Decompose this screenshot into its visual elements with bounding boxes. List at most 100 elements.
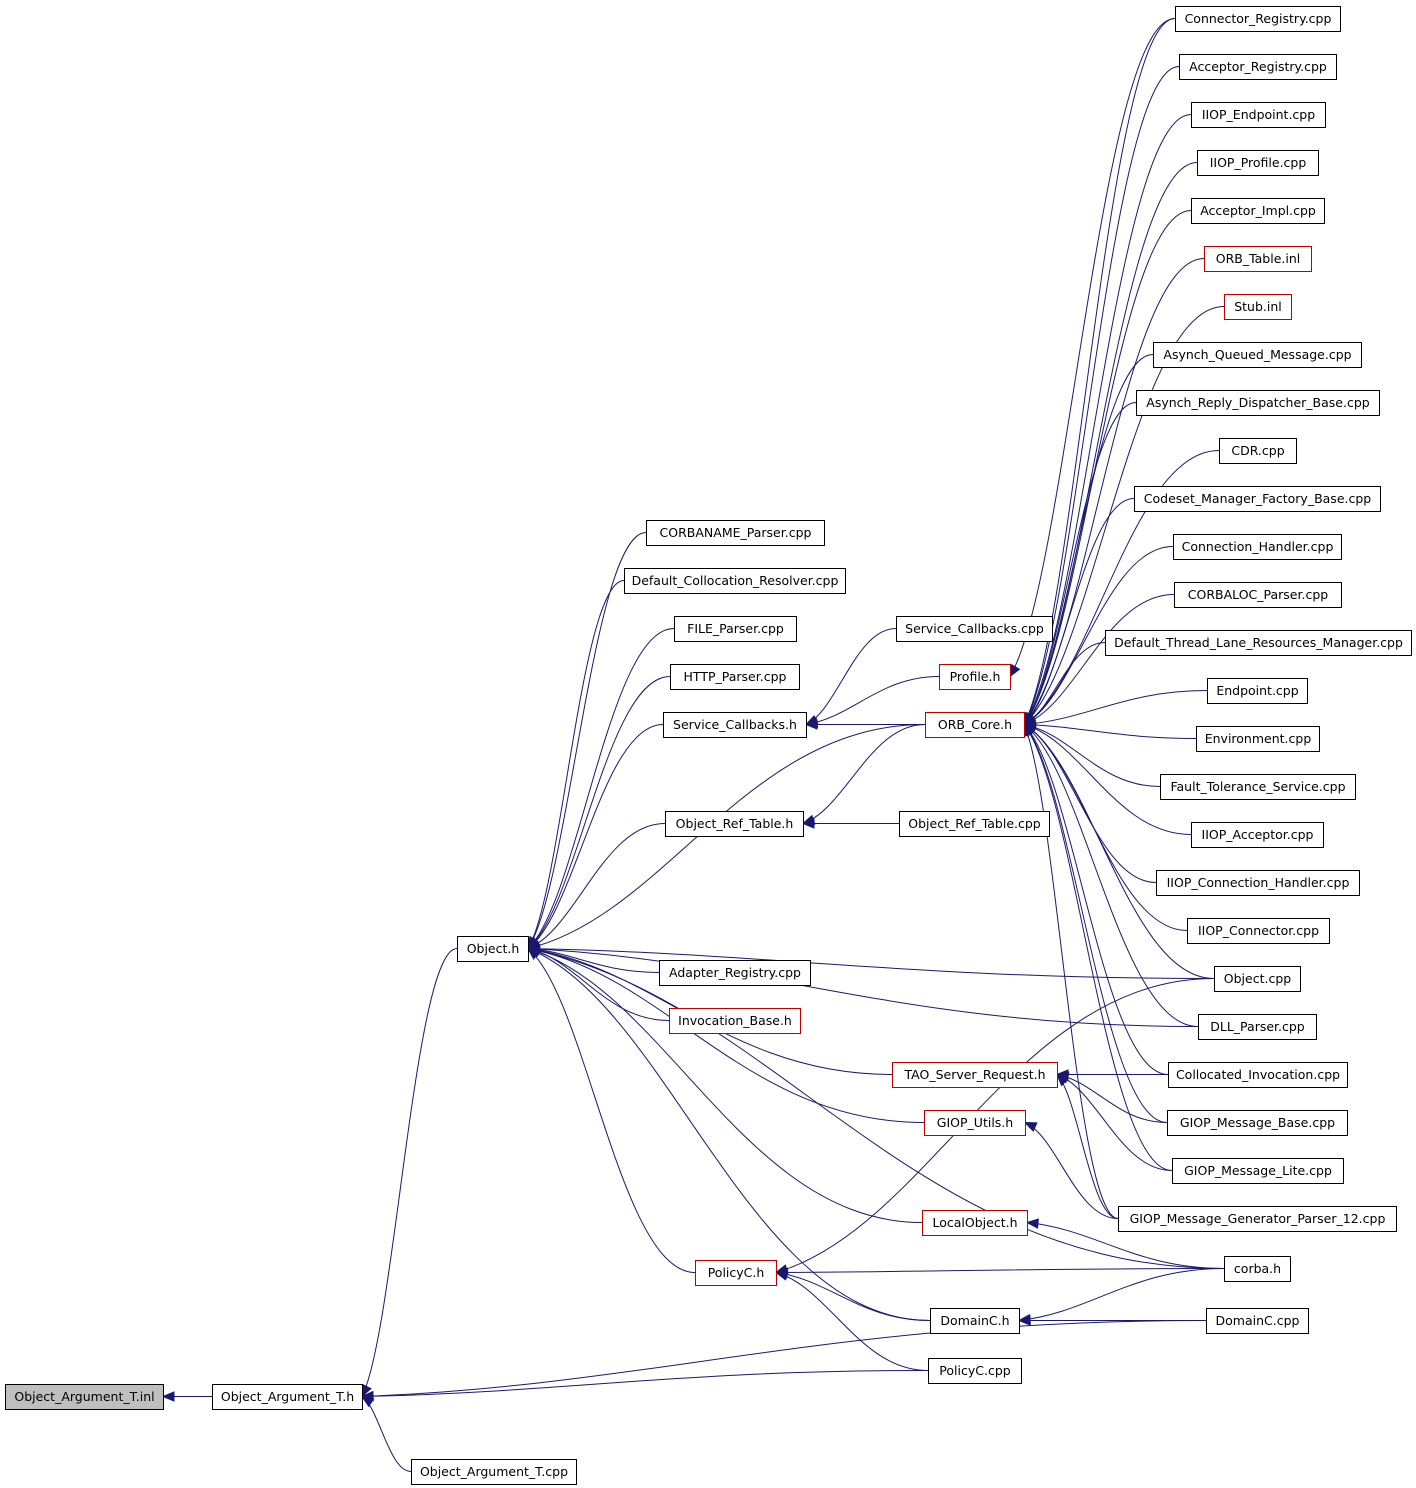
node-scbh[interactable]: Service_Callbacks.h — [663, 712, 807, 738]
dependency-edge-endp-to-orbcore — [1023, 690, 1208, 725]
dependency-edge-adreg-to-objh — [527, 948, 660, 973]
node-giopmg[interactable]: GIOP_Message_Generator_Parser_12.cpp — [1118, 1206, 1397, 1232]
node-iioppr[interactable]: IIOP_Profile.cpp — [1197, 150, 1319, 176]
dependency-edge-collinv-to-orbcore — [1023, 724, 1169, 1075]
node-collinv[interactable]: Collocated_Invocation.cpp — [1168, 1062, 1348, 1088]
node-box-tsr — [892, 1062, 1058, 1088]
node-box-httpp — [670, 664, 800, 690]
node-box-defcoll — [624, 568, 846, 594]
node-orbcore[interactable]: ORB_Core.h — [925, 712, 1025, 738]
node-dtlrm[interactable]: Default_Thread_Lane_Resources_Manager.cp… — [1105, 630, 1412, 656]
node-iiopacc[interactable]: IIOP_Acceptor.cpp — [1191, 822, 1324, 848]
node-cmfb[interactable]: Codeset_Manager_Factory_Base.cpp — [1134, 486, 1381, 512]
node-box-scbh — [663, 712, 807, 738]
node-corbah[interactable]: corba.h — [1224, 1256, 1291, 1282]
node-env[interactable]: Environment.cpp — [1196, 726, 1320, 752]
dependency-edge-aqm-to-orbcore — [1023, 354, 1154, 725]
node-label-ortacpp: Object_Ref_Table.cpp — [908, 816, 1041, 831]
node-box-iiopch — [1156, 870, 1360, 896]
dependency-edge-giopmb-to-orbcore — [1023, 724, 1168, 1123]
node-domcpp[interactable]: DomainC.cpp — [1206, 1308, 1309, 1334]
node-cdr[interactable]: CDR.cpp — [1219, 438, 1297, 464]
node-aqm[interactable]: Asynch_Queued_Message.cpp — [1153, 342, 1362, 368]
node-giopu[interactable]: GIOP_Utils.h — [924, 1110, 1026, 1136]
node-label-connreg: Connector_Registry.cpp — [1185, 11, 1332, 26]
node-box-accimpl — [1191, 198, 1325, 224]
node-corbaloc[interactable]: CORBALOC_Parser.cpp — [1174, 582, 1342, 608]
arrowhead-domcpp-to-oath — [360, 1390, 374, 1402]
node-endp[interactable]: Endpoint.cpp — [1207, 678, 1308, 704]
node-filep[interactable]: FILE_Parser.cpp — [674, 616, 797, 642]
node-box-dtlrm — [1105, 630, 1412, 656]
node-invb[interactable]: Invocation_Base.h — [669, 1008, 801, 1034]
node-accreg[interactable]: Acceptor_Registry.cpp — [1179, 54, 1337, 80]
node-box-corbaloc — [1174, 582, 1342, 608]
node-label-domcpp: DomainC.cpp — [1216, 1313, 1300, 1328]
dependency-edge-scbcpp-to-scbh — [805, 628, 897, 725]
node-domh[interactable]: DomainC.h — [930, 1308, 1020, 1334]
node-giopml[interactable]: GIOP_Message_Lite.cpp — [1172, 1158, 1344, 1184]
dependency-edge-ortah-to-objh — [527, 823, 666, 949]
dependency-edge-corbaname-to-objh — [527, 532, 647, 949]
node-polh[interactable]: PolicyC.h — [695, 1260, 777, 1286]
dependency-edge-connreg-to-profh — [1009, 18, 1176, 677]
node-iiopch[interactable]: IIOP_Connection_Handler.cpp — [1156, 870, 1360, 896]
node-ortacpp[interactable]: Object_Ref_Table.cpp — [899, 811, 1050, 837]
node-box-adreg — [659, 960, 811, 986]
node-accimpl[interactable]: Acceptor_Impl.cpp — [1191, 198, 1325, 224]
node-label-scbcpp: Service_Callbacks.cpp — [905, 621, 1044, 636]
node-fts[interactable]: Fault_Tolerance_Service.cpp — [1160, 774, 1356, 800]
node-corbaname[interactable]: CORBANAME_Parser.cpp — [646, 520, 825, 546]
dependency-edge-cmfb-to-orbcore — [1023, 498, 1135, 725]
node-connh[interactable]: Connection_Handler.cpp — [1173, 534, 1342, 560]
node-oatcpp[interactable]: Object_Argument_T.cpp — [411, 1459, 577, 1485]
node-stub[interactable]: Stub.inl — [1224, 294, 1292, 320]
node-box-accreg — [1179, 54, 1337, 80]
node-scbcpp[interactable]: Service_Callbacks.cpp — [896, 616, 1053, 642]
node-label-endp: Endpoint.cpp — [1216, 683, 1298, 698]
node-label-profh: Profile.h — [950, 669, 1001, 684]
node-label-objh: Object.h — [467, 941, 520, 956]
node-label-corbaname: CORBANAME_Parser.cpp — [660, 525, 812, 540]
dependency-edge-corbah-to-objh — [527, 948, 1225, 1269]
node-box-oatcpp — [411, 1459, 577, 1485]
dependency-edge-domh-to-polh — [775, 1272, 931, 1321]
node-box-iioppr — [1197, 150, 1319, 176]
node-giopmb[interactable]: GIOP_Message_Base.cpp — [1167, 1110, 1348, 1136]
node-ardb[interactable]: Asynch_Reply_Dispatcher_Base.cpp — [1136, 390, 1380, 416]
node-iiopep[interactable]: IIOP_Endpoint.cpp — [1191, 102, 1326, 128]
node-label-fts: Fault_Tolerance_Service.cpp — [1170, 779, 1345, 794]
node-label-ortah: Object_Ref_Table.h — [676, 816, 794, 831]
node-ortah[interactable]: Object_Ref_Table.h — [665, 811, 804, 837]
dependency-edge-httpp-to-objh — [527, 676, 671, 949]
node-tsr[interactable]: TAO_Server_Request.h — [892, 1062, 1058, 1088]
node-label-iiopacc: IIOP_Acceptor.cpp — [1202, 827, 1314, 842]
node-label-giopu: GIOP_Utils.h — [937, 1115, 1013, 1130]
node-box-ardb — [1136, 390, 1380, 416]
node-profh[interactable]: Profile.h — [939, 664, 1011, 690]
node-defcoll[interactable]: Default_Collocation_Resolver.cpp — [624, 568, 846, 594]
node-label-oath: Object_Argument_T.h — [221, 1389, 354, 1404]
node-iiopconn[interactable]: IIOP_Connector.cpp — [1187, 918, 1330, 944]
node-label-defcoll: Default_Collocation_Resolver.cpp — [632, 573, 839, 588]
node-adreg[interactable]: Adapter_Registry.cpp — [659, 960, 811, 986]
dependency-edge-connh-to-orbcore — [1023, 546, 1174, 725]
dependency-edge-filep-to-objh — [527, 628, 675, 949]
dependency-edge-objcpp-to-polh — [775, 978, 1215, 1273]
node-oath[interactable]: Object_Argument_T.h — [212, 1384, 363, 1410]
node-box-giopml — [1172, 1158, 1344, 1184]
node-objh[interactable]: Object.h — [457, 936, 529, 962]
node-httpp[interactable]: HTTP_Parser.cpp — [670, 664, 800, 690]
dependency-edge-dllp-to-orbcore — [1023, 724, 1199, 1027]
dependency-edge-giopmg-to-giopu — [1024, 1122, 1119, 1219]
node-polcpp[interactable]: PolicyC.cpp — [928, 1358, 1022, 1384]
node-box-orbtab — [1204, 246, 1312, 272]
arrowhead-orbcore-to-scbh — [804, 719, 818, 730]
node-orbtab[interactable]: ORB_Table.inl — [1204, 246, 1312, 272]
node-locobj[interactable]: LocalObject.h — [922, 1210, 1028, 1236]
node-objcpp[interactable]: Object.cpp — [1214, 966, 1301, 992]
node-dllp[interactable]: DLL_Parser.cpp — [1198, 1014, 1317, 1040]
node-box-orbcore — [925, 712, 1025, 738]
node-connreg[interactable]: Connector_Registry.cpp — [1175, 6, 1341, 32]
